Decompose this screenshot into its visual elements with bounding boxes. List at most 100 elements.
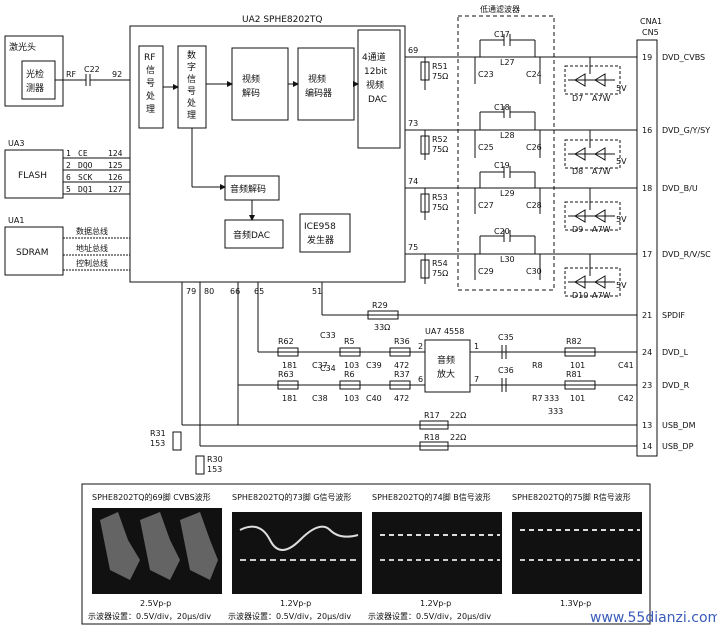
resistor-label: R8 — [532, 361, 543, 370]
scope-title: SPHE8202TQ的74脚 B信号波形 — [372, 492, 491, 502]
flash-sig: SCK — [78, 173, 93, 182]
sdram-bus: 数据总线 — [76, 226, 108, 236]
output-label: DVD_B/U — [662, 184, 698, 193]
digital-block: 号 — [187, 86, 196, 97]
dac-block: DAC — [368, 95, 387, 105]
cap-label: C34 — [320, 364, 336, 373]
detector-label: 测器 — [26, 83, 44, 94]
cap-label: C25 — [478, 143, 494, 152]
rf-block: 理 — [146, 104, 155, 115]
scope-screen — [372, 512, 502, 594]
cap-label: C20 — [494, 227, 510, 236]
resistor-label: R52 — [432, 135, 448, 144]
chip-pin: 74 — [408, 177, 418, 186]
resistor-label: R53 — [432, 193, 448, 202]
diode-part: A7W — [592, 225, 611, 234]
digital-block: 信 — [187, 73, 196, 85]
cap-label: C33 — [320, 331, 336, 340]
conn-pin: 16 — [642, 126, 652, 135]
r18-ohm: 22Ω — [450, 433, 466, 442]
chip-name: UA2 SPHE8202TQ — [242, 15, 322, 25]
usb-dm-out: USB_DM — [662, 421, 696, 430]
flash-pin: 2 — [66, 161, 71, 170]
cap-label: C38 — [312, 394, 328, 403]
sdram-bus: 地址总线 — [76, 243, 108, 253]
r30-value: 153 — [207, 465, 222, 474]
r31-label: R31 — [150, 429, 166, 438]
scope-setting: 示波器设置：0.5V/div，20μs/div — [228, 611, 351, 621]
digital-block: 字 — [187, 61, 196, 73]
resistor-label: R81 — [566, 370, 582, 379]
diode-part: A7W — [592, 94, 611, 103]
inductor-label: L28 — [500, 131, 515, 140]
resistor-value: 103 — [344, 394, 359, 403]
flash-pin: 5 — [66, 185, 71, 194]
amp-label: 音频 — [437, 354, 455, 366]
connector-sub: CN5 — [642, 28, 659, 37]
scope-screen — [512, 512, 642, 594]
output-label: DVD_G/Y/SY — [662, 126, 710, 135]
cap-label: C42 — [618, 394, 634, 403]
diode-label: D10 — [572, 291, 588, 300]
conn-pin: 21 — [642, 311, 652, 320]
resistor-label: R63 — [278, 370, 294, 379]
dac-block: 12bit — [364, 67, 388, 77]
resistor-label: R51 — [432, 62, 448, 71]
cap-label: C18 — [494, 103, 510, 112]
inductor-label: L29 — [500, 189, 515, 198]
cap-label: C40 — [366, 394, 382, 403]
rf-block: 处 — [146, 90, 155, 102]
scope-title: SPHE8202TQ的69脚 CVBS波形 — [92, 492, 211, 502]
inductor-label: L30 — [500, 255, 515, 264]
digital-block: 数 — [187, 49, 196, 61]
detector-label: 光检 — [26, 68, 44, 80]
amp-pin: 6 — [418, 375, 423, 384]
flash-sig: CE — [78, 149, 88, 158]
cap-label: C35 — [498, 333, 514, 342]
resistor-label: R82 — [566, 337, 582, 346]
oscilloscope-panel — [81, 483, 651, 625]
scope-screens — [92, 508, 642, 594]
output-label: DVD_R/V/SC — [662, 250, 711, 259]
dac-block: 视频 — [366, 79, 384, 91]
flash-sig: DQ1 — [78, 185, 93, 194]
resistor-value: 75Ω — [432, 269, 448, 278]
watermark: www.55dianzi.com — [590, 610, 717, 626]
cap-label: C26 — [526, 143, 542, 152]
pin-79: 79 — [186, 287, 196, 296]
r29-label: R29 — [372, 301, 388, 310]
diode-part: A7W — [592, 167, 611, 176]
r18-label: R18 — [424, 433, 440, 442]
sdram-name: SDRAM — [16, 248, 48, 258]
diode-label: D7 — [572, 94, 583, 103]
rf-block: 信 — [146, 64, 155, 76]
scope-amplitude: 1.2Vp-p — [420, 599, 451, 608]
amp-pin: 7 — [474, 375, 479, 384]
scope-amplitude: 1.3Vp-p — [560, 599, 591, 608]
amp-name: UA7 4558 — [425, 327, 464, 336]
flash-chip-pin: 127 — [108, 185, 123, 194]
chip-ua2-box — [129, 25, 406, 283]
cap-label: C39 — [366, 361, 382, 370]
rf-label: RF — [66, 70, 77, 79]
flash-chip-pin: 126 — [108, 173, 123, 182]
cap-label: C41 — [618, 361, 634, 370]
connector-name: CNA1 — [640, 17, 662, 26]
video-encode: 编码器 — [305, 87, 332, 99]
resistor-value: 75Ω — [432, 203, 448, 212]
supply-label: 5V — [616, 157, 627, 166]
diode-label: D8 — [572, 167, 583, 176]
scope-amplitude: 1.2Vp-p — [280, 599, 311, 608]
cap-label: C37 — [312, 361, 328, 370]
resistor-label: R62 — [278, 337, 294, 346]
conn-pin: 23 — [642, 381, 652, 390]
laser-head-box — [4, 35, 64, 107]
pin-51: 51 — [312, 287, 322, 296]
audio-dac: 音频DAC — [233, 229, 270, 241]
cap-label: C36 — [498, 366, 514, 375]
flash-ua: UA3 — [8, 139, 24, 148]
ice-block: 发生器 — [307, 234, 334, 246]
r30-label: R30 — [207, 455, 223, 464]
resistor-value: 472 — [394, 394, 409, 403]
digital-block: 处 — [187, 97, 196, 109]
